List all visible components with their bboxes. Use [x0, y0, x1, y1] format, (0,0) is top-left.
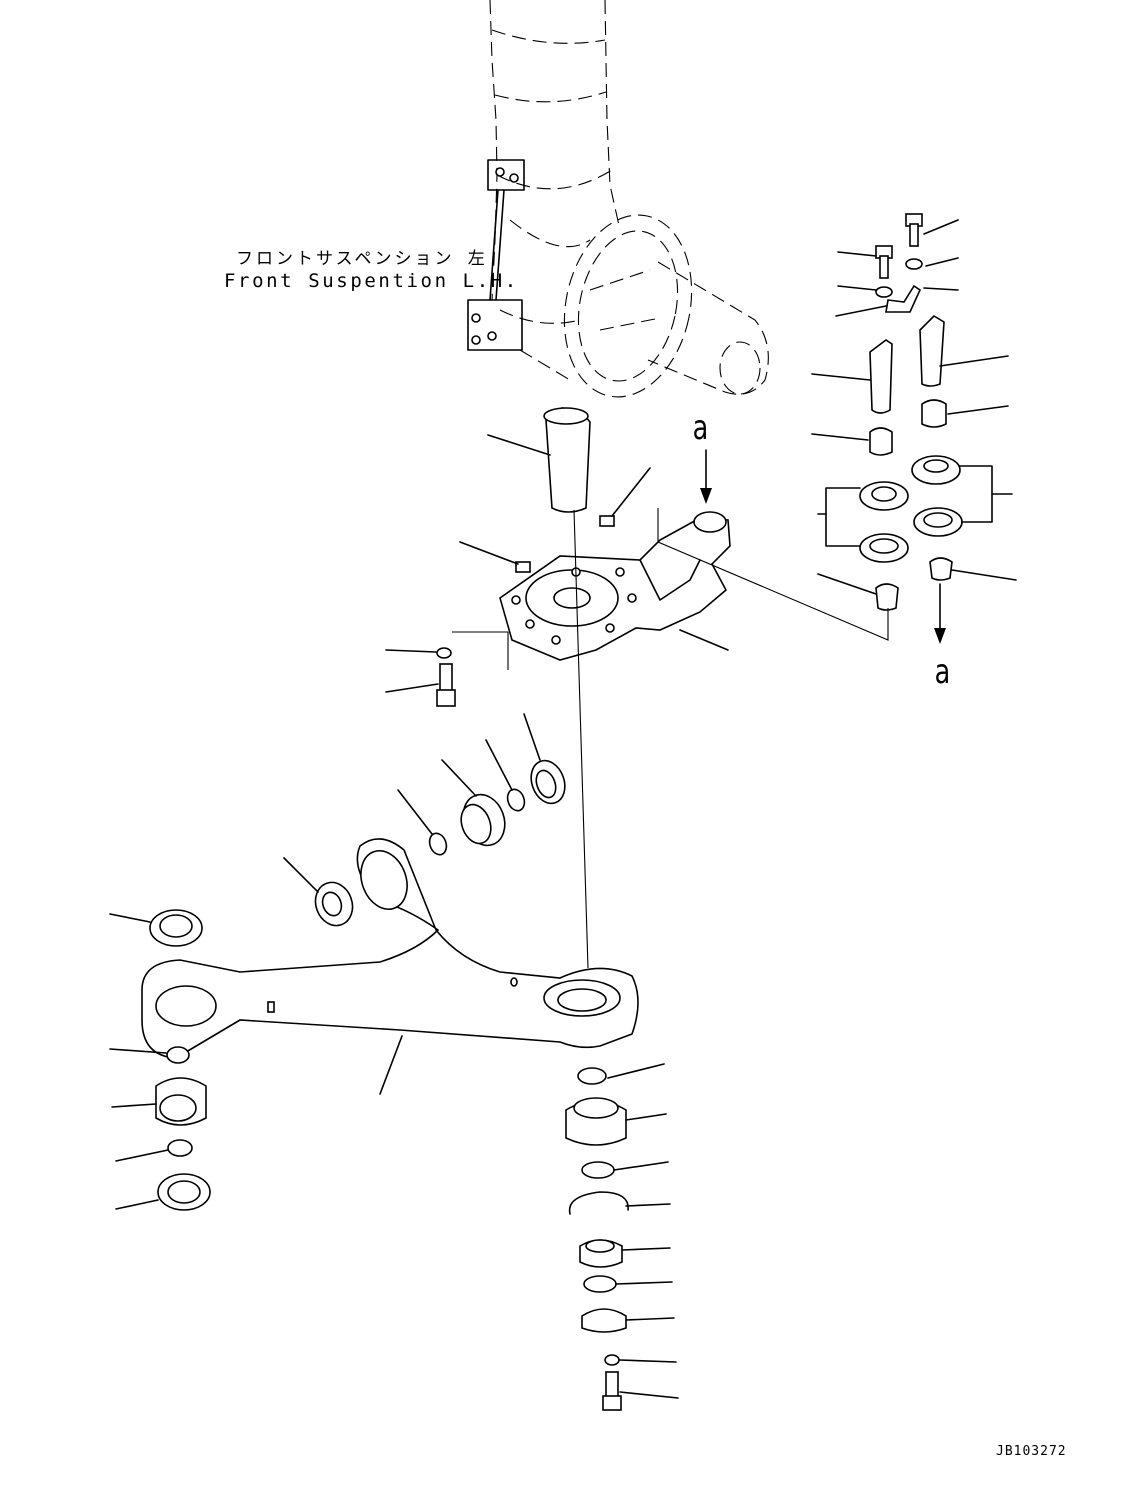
brake-line-assembly	[467, 159, 525, 351]
arm-right-bearing-stack	[565, 1063, 679, 1411]
key-parts	[459, 467, 651, 573]
center-line	[573, 509, 589, 969]
axle-housing	[489, 0, 769, 398]
title-japanese: フロントサスペンション 左	[236, 249, 488, 269]
king-pin-upper	[487, 407, 591, 513]
view-a-parts	[657, 213, 1017, 644]
suspension-a-arm	[141, 838, 639, 1095]
view-marker-top: a	[692, 408, 709, 448]
steering-knuckle-bracket	[499, 511, 731, 661]
arm-left-bearing-stack	[109, 909, 211, 1211]
pivot-bearing-stack	[283, 713, 566, 927]
bracket-bolt	[385, 631, 509, 707]
drawing-code: JB103272	[996, 1444, 1067, 1459]
view-marker-bottom: a	[934, 652, 951, 692]
title-english: Front Suspention L.H.	[224, 270, 519, 292]
